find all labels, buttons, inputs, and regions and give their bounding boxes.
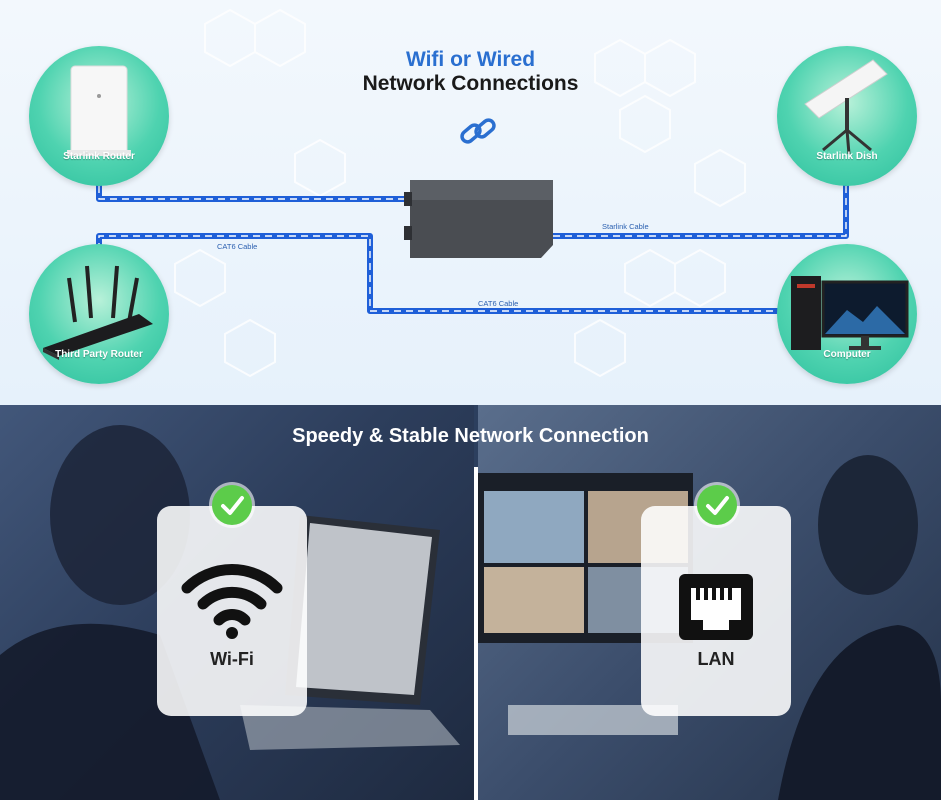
desktop-computer-icon (791, 276, 909, 350)
card-wifi: Wi-Fi (157, 506, 307, 716)
satellite-dish-icon (804, 59, 888, 155)
starlink-router-icon (67, 65, 131, 156)
ethernet-port-icon (679, 574, 753, 640)
device-third-party-router: Third Party Router (29, 244, 169, 384)
check-icon (212, 485, 252, 525)
title-wifi-or-wired: Wifi or Wired (405, 48, 536, 71)
cable-label-cat6-bottom: CAT6 Cable (478, 299, 519, 308)
connection-types-section: Speedy & Stable Network Connection Wi-Fi (0, 405, 941, 800)
check-icon (697, 485, 737, 525)
network-diagram-section: Wifi or Wired Network Connections CAT6 C… (0, 0, 941, 405)
label-third-party-router: Third Party Router (55, 349, 143, 360)
card-lan: LAN (641, 506, 791, 716)
cable-starlink-to-dish (553, 172, 849, 239)
banner-speedy-stable: Speedy & Stable Network Connection (292, 425, 649, 447)
label-computer: Computer (823, 349, 871, 360)
wifi-icon (181, 564, 283, 639)
adapter-box (404, 180, 553, 258)
title-network-connections: Network Connections (362, 72, 579, 95)
label-lan: LAN (697, 649, 735, 669)
cable-label-starlink: Starlink Cable (602, 222, 649, 231)
link-icon (460, 118, 496, 144)
section-divider (474, 467, 478, 800)
hexagon-background (174, 8, 746, 378)
label-starlink-dish: Starlink Dish (816, 151, 878, 162)
label-starlink-router: Starlink Router (63, 151, 135, 162)
device-starlink-dish: Starlink Dish (777, 46, 917, 186)
label-wifi: Wi-Fi (210, 649, 254, 669)
device-starlink-router: Starlink Router (29, 46, 169, 186)
cable-label-cat6-left: CAT6 Cable (217, 242, 258, 251)
device-computer: Computer (777, 244, 917, 384)
wifi-router-icon (43, 265, 153, 360)
